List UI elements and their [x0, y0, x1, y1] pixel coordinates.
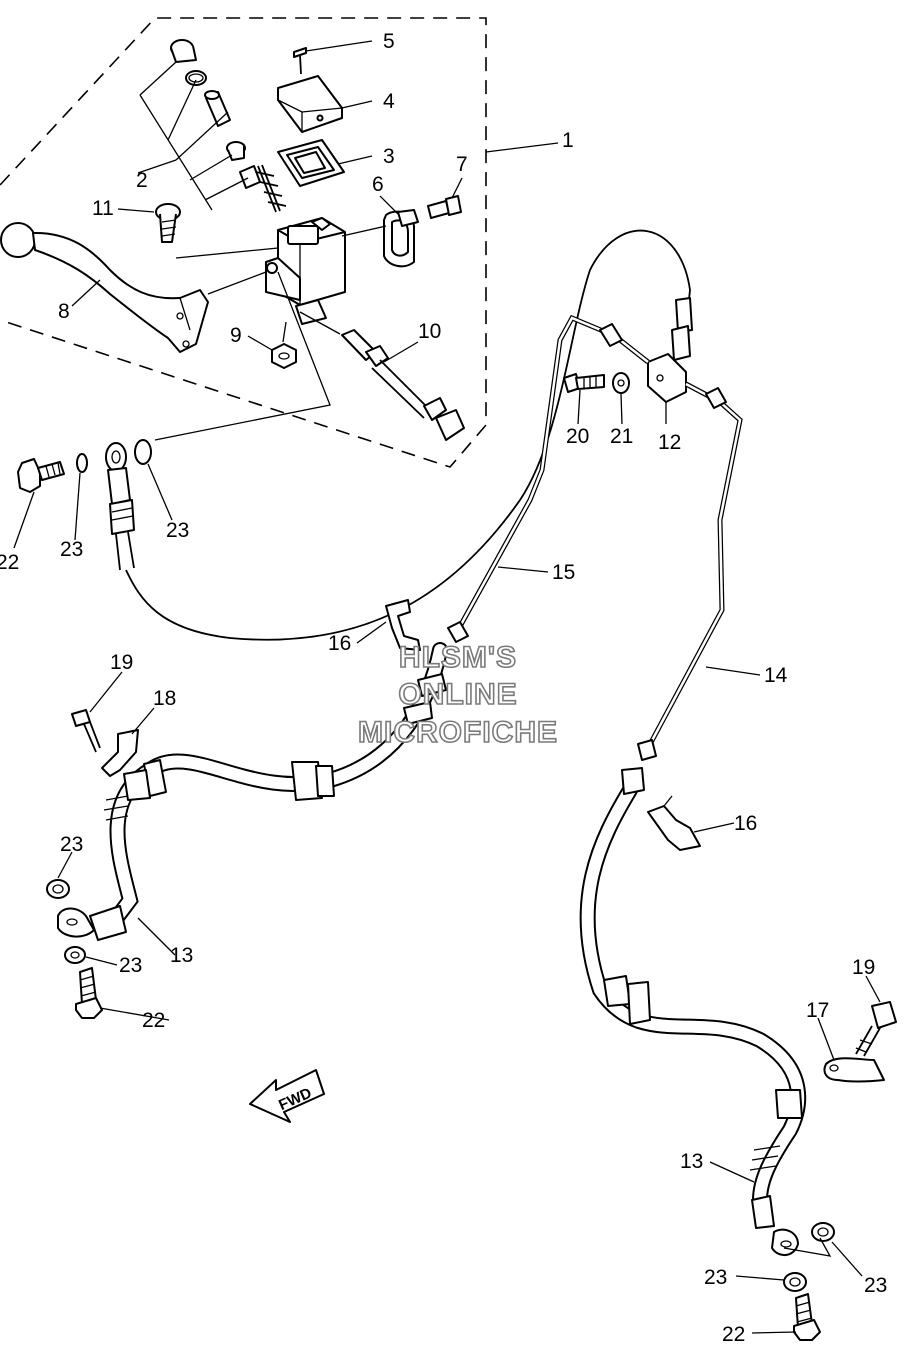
- label-10: 10: [418, 320, 441, 343]
- brake-pipe-15: [447, 314, 650, 643]
- cap-screw: [293, 47, 307, 75]
- label-3: 3: [383, 145, 395, 168]
- label-22-right: 22: [722, 1323, 745, 1346]
- label-1: 1: [562, 129, 574, 152]
- label-16-lower: 16: [734, 812, 757, 835]
- washer-left-a: [46, 879, 70, 899]
- label-23-upper-left: 23: [60, 538, 83, 561]
- label-13-left: 13: [170, 944, 193, 967]
- joint-block: [647, 325, 691, 403]
- washer-left-b: [64, 946, 86, 964]
- diaphragm: [277, 139, 345, 187]
- label-23-upper-right: 23: [166, 519, 189, 542]
- left-brake-hose: [57, 642, 448, 941]
- label-9: 9: [230, 324, 242, 347]
- label-11: 11: [92, 197, 114, 220]
- label-22-left: 22: [142, 1009, 165, 1032]
- master-cylinder: [265, 217, 346, 325]
- hose-bracket-left: [101, 729, 139, 777]
- pivot-nut: [271, 343, 297, 369]
- callout-labels: 1 2 3 4 5 6 7 8 9 10 11 12 13 13 14 15 1…: [0, 30, 887, 1346]
- upper-brake-hose: [125, 229, 691, 641]
- label-12: 12: [658, 431, 681, 454]
- label-6: 6: [372, 173, 384, 196]
- holder-bolt: [427, 195, 462, 219]
- label-15: 15: [552, 561, 575, 584]
- label-13-right: 13: [680, 1150, 703, 1173]
- label-16-upper: 16: [328, 632, 351, 655]
- washer-upper-left: [76, 453, 88, 473]
- joint-washer: [612, 372, 630, 394]
- label-23-left-b: 23: [119, 954, 142, 977]
- joint-bolt: [563, 373, 605, 393]
- label-21: 21: [610, 425, 633, 448]
- banjo-bolt-upper: [17, 458, 65, 493]
- banjo-bolt-left: [75, 967, 103, 1019]
- washer-right-b: [783, 1272, 807, 1292]
- right-brake-hose: [579, 767, 807, 1256]
- brake-switch: [299, 311, 465, 441]
- label-4: 4: [383, 90, 395, 113]
- hose-bracket-right: [823, 1057, 885, 1083]
- label-18: 18: [153, 687, 176, 710]
- bracket-bolt-right: [855, 1001, 897, 1057]
- brake-pipe-14: [637, 381, 743, 761]
- label-23-right-a: 23: [704, 1266, 727, 1289]
- reservoir-cap: [277, 75, 343, 133]
- label-22-upper: 22: [0, 551, 19, 574]
- banjo-fitting-upper: [105, 442, 135, 571]
- label-20: 20: [566, 425, 589, 448]
- watermark-line-2: ONLINE: [398, 678, 517, 711]
- watermark: HLSM'S ONLINE MICROFICHE: [357, 640, 558, 750]
- hose-clip-lower: [647, 795, 701, 851]
- washer-right-a: [811, 1222, 835, 1242]
- watermark-line-3: MICROFICHE: [358, 716, 558, 749]
- assembly-boundary: [0, 17, 487, 468]
- label-19-left: 19: [110, 651, 133, 674]
- hose-clip-upper: [385, 599, 421, 651]
- washer-upper-right: [134, 439, 152, 465]
- banjo-bolt-right: [793, 1293, 821, 1341]
- label-17: 17: [806, 999, 829, 1022]
- leader-lines: [13, 40, 881, 1334]
- pivot-bolt: [155, 203, 181, 243]
- piston-kit: [139, 39, 287, 213]
- forward-arrow-icon: FWD: [249, 1069, 325, 1123]
- brake-lever: [0, 222, 209, 353]
- label-23-right-b: 23: [864, 1274, 887, 1297]
- label-14: 14: [764, 664, 788, 687]
- label-19-right: 19: [852, 956, 875, 979]
- bracket-bolt-left: [71, 709, 101, 753]
- handlebar-holder: [383, 209, 419, 268]
- label-2: 2: [136, 169, 148, 192]
- label-8: 8: [58, 300, 70, 323]
- label-23-left-a: 23: [60, 833, 83, 856]
- label-5: 5: [383, 30, 395, 53]
- watermark-line-1: HLSM'S: [399, 641, 517, 674]
- label-7: 7: [456, 153, 468, 176]
